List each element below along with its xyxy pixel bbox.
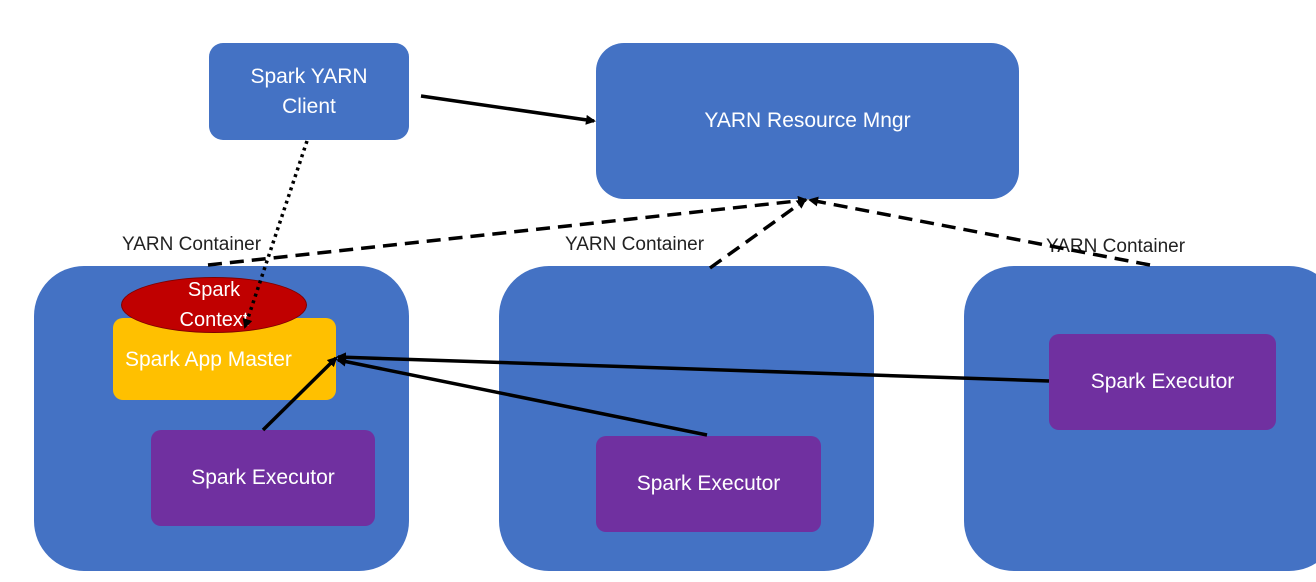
container-label-3: YARN Container [1046,236,1186,257]
spark-executor-label-2: Spark Executor [636,472,781,495]
yarn-resource-manager-label: YARN Resource Mngr [704,109,911,132]
client-to-rm-arrow [420,94,596,125]
container2-to-rm-dashed-arrow [708,198,807,270]
container1-to-rm-dashed-arrow [207,195,808,267]
spark-executor-label-3: Spark Executor [1090,370,1235,393]
spark-executor-node-2: Spark Executor [596,436,821,532]
container-label-2: YARN Container [565,234,705,255]
spark-yarn-client-node: Spark YARN Client [209,43,409,140]
spark-yarn-client-label: Spark YARN Client [250,64,368,118]
spark-executor-node-3: Spark Executor [1049,334,1276,430]
spark-context-label: Spark Context [179,279,249,331]
container-label-1: YARN Container [122,234,262,255]
spark-app-master-label: Spark App Master [125,348,292,371]
spark-context-node: Spark Context [121,277,307,333]
spark-executor-label-1: Spark Executor [191,466,335,489]
yarn-resource-manager-node: YARN Resource Mngr [596,43,1019,199]
spark-executor-node-1: Spark Executor [151,430,375,526]
